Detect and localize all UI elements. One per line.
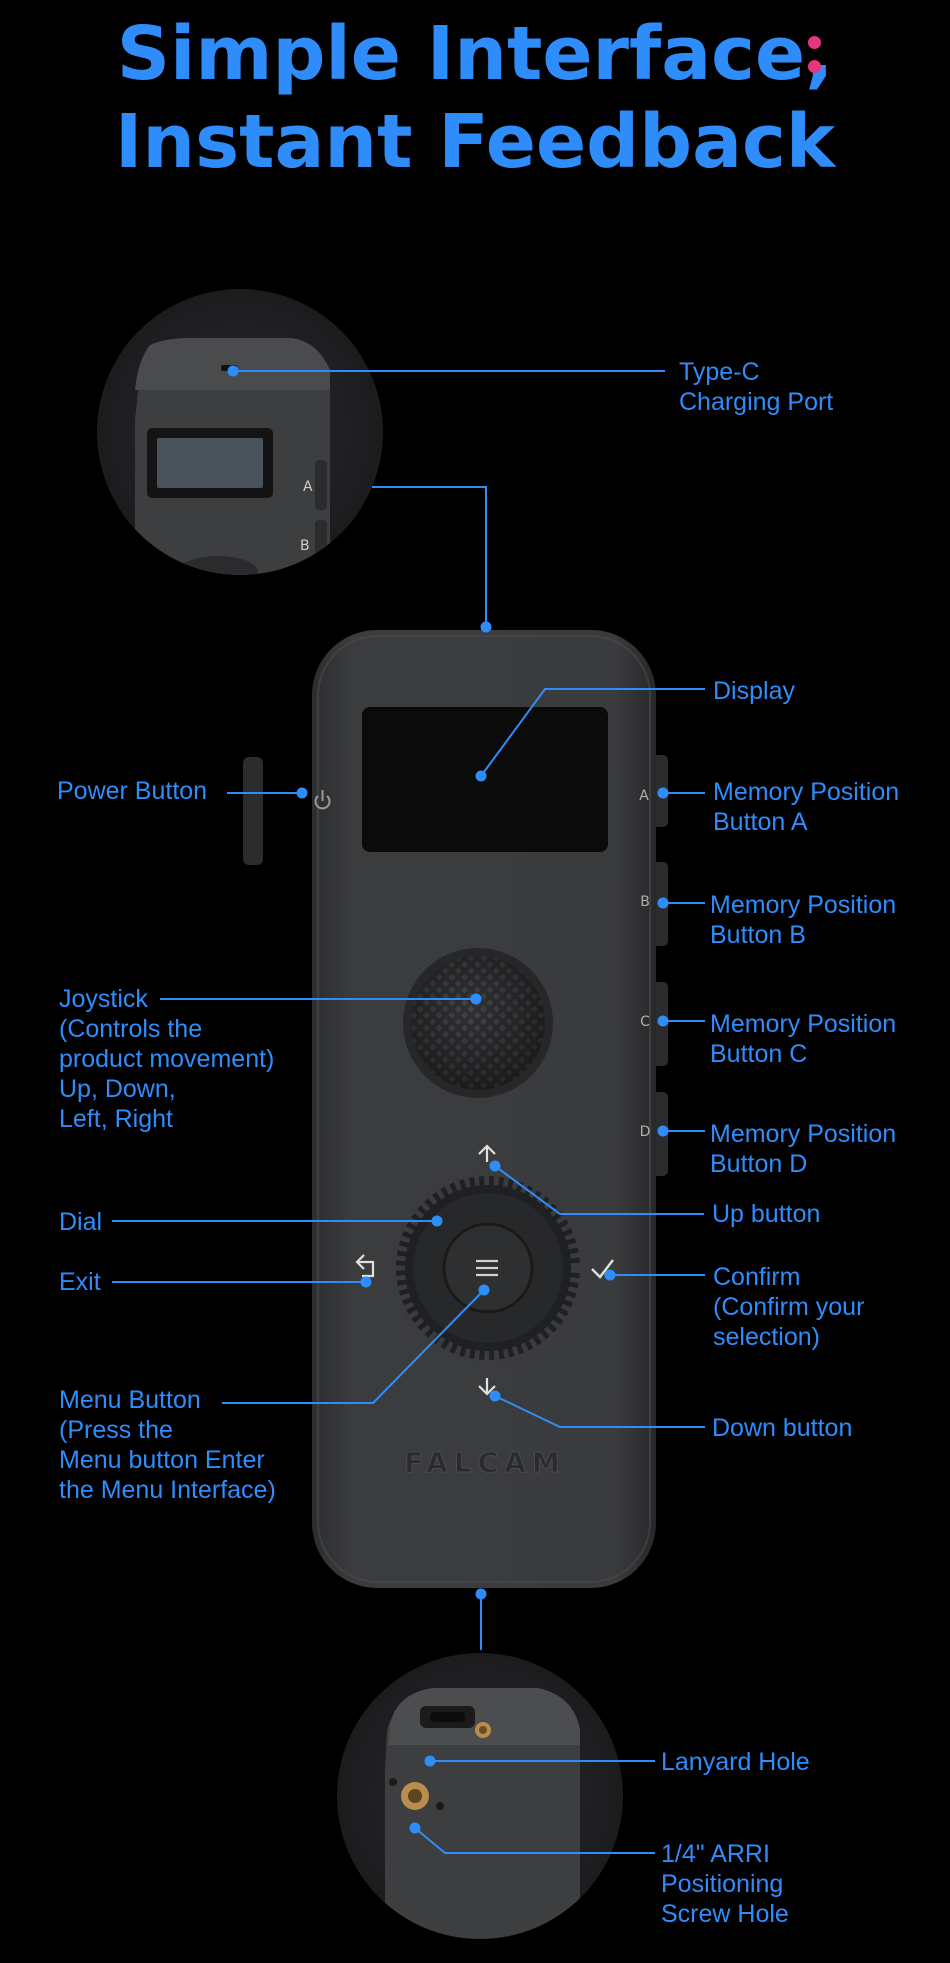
joystick [403, 948, 553, 1098]
label-joystick: Joystick (Controls the product movement)… [59, 985, 275, 1133]
inset-letter-a: A [303, 479, 313, 495]
label-type-c-port: Type-C Charging Port [679, 358, 834, 416]
menu-icon [476, 1259, 498, 1277]
label-memory-d: Memory Position Button D [710, 1120, 897, 1178]
label-confirm: Confirm (Confirm your selection) [713, 1263, 865, 1351]
power-icon [314, 790, 331, 810]
label-power-button: Power Button [57, 777, 208, 805]
page-title: Simple Interface, Instant Feedback [0, 10, 950, 186]
callout-lines [112, 370, 705, 1854]
label-screw-hole: 1/4" ARRI Positioning Screw Hole [661, 1840, 789, 1928]
label-display: Display [713, 677, 795, 705]
side-letter-d: D [640, 1124, 651, 1140]
side-letter-b: B [640, 894, 650, 910]
dial [391, 1171, 585, 1365]
confirm-check-icon [591, 1259, 614, 1279]
side-letter-a: A [639, 788, 649, 804]
power-button [243, 757, 263, 865]
label-exit: Exit [59, 1268, 101, 1296]
title-line-2: Instant Feedback [114, 99, 836, 185]
inset-letter-b: B [300, 538, 310, 554]
top-inset: A B [97, 289, 383, 575]
up-arrow-icon [478, 1144, 496, 1162]
decorative-dot [808, 60, 821, 73]
exit-icon [355, 1254, 375, 1278]
label-memory-b: Memory Position Button B [710, 891, 897, 949]
bottom-inset [337, 1653, 623, 1939]
title-line-1: Simple Interface, [116, 11, 834, 97]
label-lanyard-hole: Lanyard Hole [661, 1748, 810, 1776]
decorative-dot [808, 36, 821, 49]
remote-device: A B C D [243, 630, 668, 1588]
label-down-button: Down button [712, 1414, 853, 1442]
callout-dots [227, 365, 669, 1834]
device-body [312, 630, 656, 1588]
label-up-button: Up button [712, 1200, 821, 1228]
brand-logo: FALCAM [404, 1446, 566, 1479]
down-arrow-icon [478, 1378, 496, 1396]
label-memory-a: Memory Position Button A [713, 778, 900, 836]
side-letter-c: C [640, 1014, 650, 1030]
label-memory-c: Memory Position Button C [710, 1010, 897, 1068]
label-dial: Dial [59, 1208, 103, 1236]
label-menu-button: Menu Button (Press the Menu button Enter… [59, 1386, 276, 1504]
